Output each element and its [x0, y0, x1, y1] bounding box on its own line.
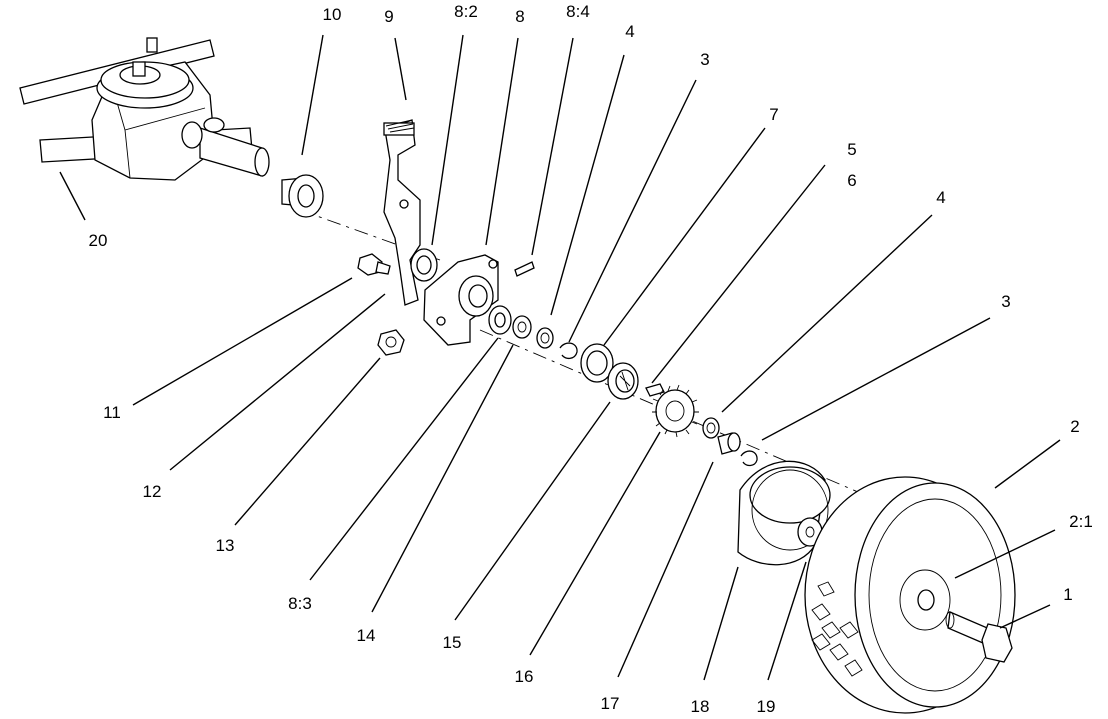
- callout-8-2: 8:2: [454, 2, 478, 21]
- callout-16: 16: [515, 667, 534, 686]
- callout-8-4: 8:4: [566, 2, 590, 21]
- callout-6: 6: [847, 171, 856, 190]
- callout-11: 11: [103, 403, 121, 422]
- leader-lines: [59, 34, 1061, 681]
- wheel-part-2: [804, 476, 1016, 714]
- callout-20: 20: [89, 231, 108, 250]
- callout-18: 18: [691, 697, 710, 716]
- washer-part-4-lower: [702, 417, 720, 439]
- callout-8: 8: [515, 7, 524, 26]
- bushing-part-17: [717, 432, 741, 455]
- callout-15: 15: [443, 633, 462, 652]
- key-part-5: [645, 383, 665, 397]
- bolt-part-1: [945, 611, 1013, 663]
- bracket-part-8: [410, 248, 535, 346]
- callout-12: 12: [143, 482, 162, 501]
- callout-3-upper: 3: [700, 50, 709, 69]
- callout-2: 2: [1070, 417, 1079, 436]
- clip-part-3-lower: [740, 450, 758, 467]
- callout-14: 14: [357, 626, 376, 645]
- callout-13: 13: [216, 536, 235, 555]
- callout-4-upper: 4: [625, 22, 634, 41]
- ratchet-part-15: [607, 362, 639, 400]
- callout-4-lower: 4: [936, 188, 945, 207]
- clip-part-3-upper: [559, 342, 578, 360]
- callout-10: 10: [323, 5, 342, 24]
- washer-part-4-upper: [536, 327, 554, 349]
- washer-part-14: [512, 315, 532, 339]
- bearing-part-8-3: [488, 305, 512, 335]
- bushing-part-10: [281, 174, 324, 218]
- nut-part-13: [377, 329, 405, 356]
- bolt-part-11: [357, 253, 391, 276]
- callout-9: 9: [384, 7, 393, 26]
- gear-part-16: [652, 384, 699, 438]
- callout-8-3: 8:3: [288, 594, 312, 613]
- callout-7: 7: [769, 105, 778, 124]
- ring-part-7: [580, 343, 614, 383]
- height-lever-part-9: [383, 119, 421, 306]
- callout-19: 19: [757, 697, 776, 716]
- callout-17: 17: [601, 694, 620, 713]
- callout-5: 5: [847, 140, 856, 159]
- callout-3-lower: 3: [1001, 292, 1010, 311]
- transmission-assembly: [19, 37, 270, 181]
- callout-2-1: 2:1: [1069, 512, 1093, 531]
- callout-1: 1: [1063, 585, 1072, 604]
